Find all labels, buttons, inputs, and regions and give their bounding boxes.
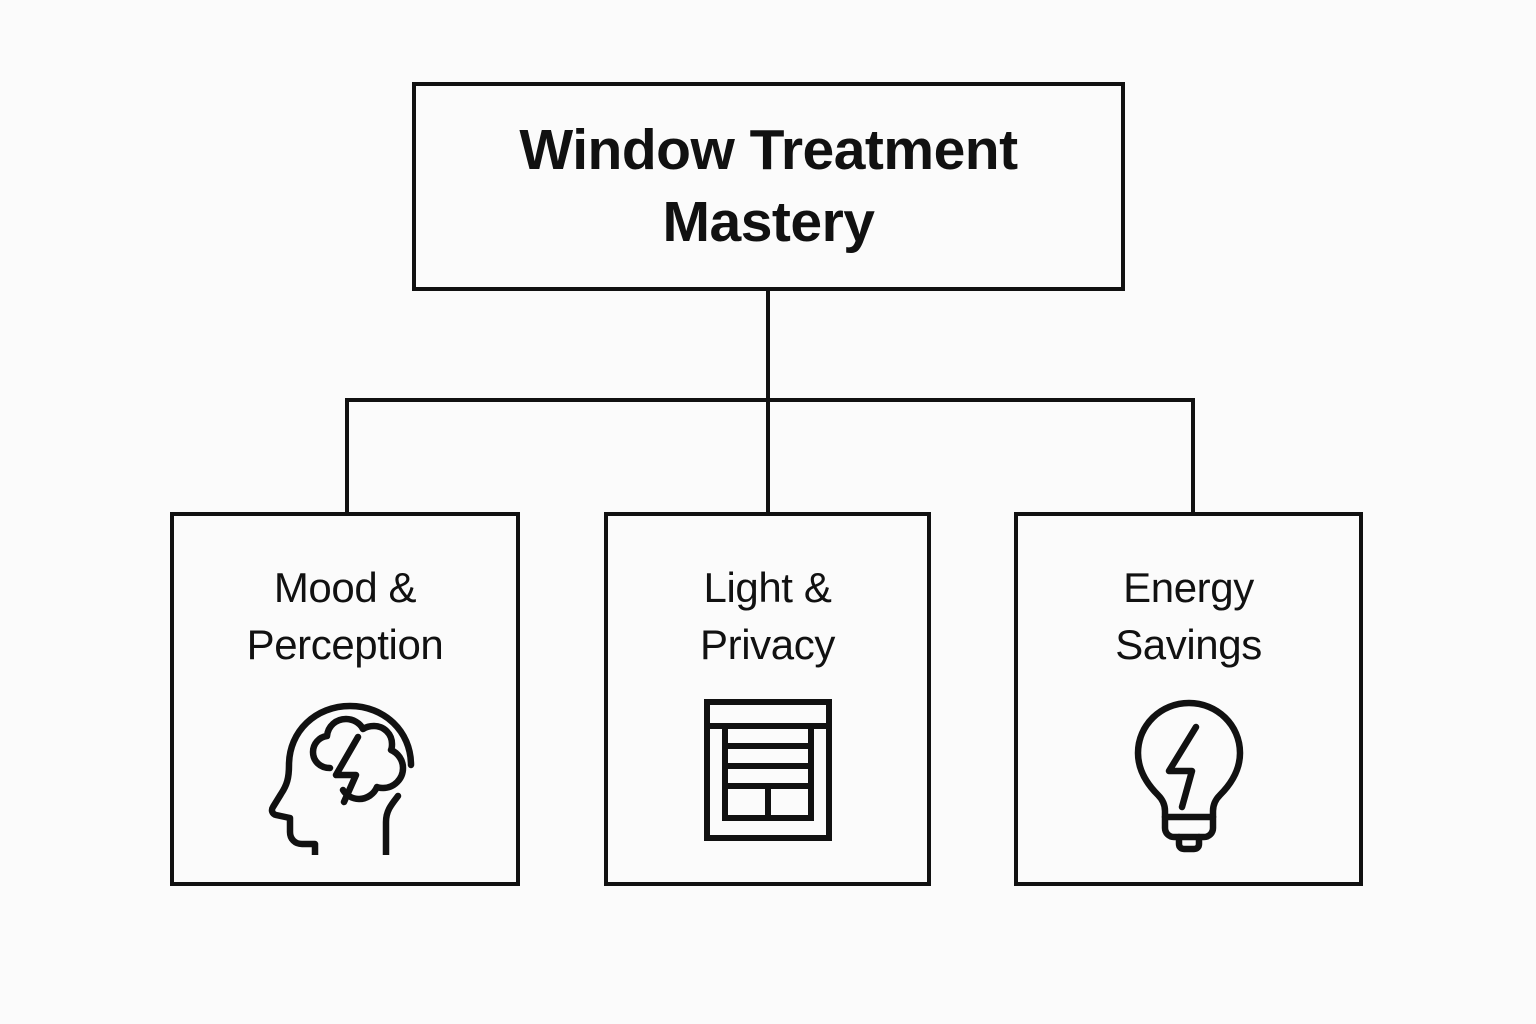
root-node[interactable]: Window Treatment Mastery bbox=[412, 82, 1125, 291]
child-node-energy-savings-label: Energy Savings bbox=[1115, 564, 1262, 668]
child-node-mood-perception-label: Mood & Perception bbox=[246, 564, 444, 668]
window-blinds-icon bbox=[698, 695, 838, 850]
connector-root-stem bbox=[766, 291, 770, 402]
head-brain-lightning-icon bbox=[265, 695, 425, 860]
connector-horizontal-bus bbox=[345, 398, 1195, 402]
child-node-energy-savings[interactable]: Energy Savings bbox=[1014, 512, 1363, 886]
child-node-mood-perception[interactable]: Mood & Perception bbox=[170, 512, 520, 886]
child-node-light-privacy[interactable]: Light & Privacy bbox=[604, 512, 931, 886]
root-node-label: Window Treatment Mastery bbox=[519, 118, 1018, 254]
connector-drop-energy bbox=[1191, 398, 1195, 516]
connector-drop-light bbox=[766, 398, 770, 516]
child-node-light-privacy-label: Light & Privacy bbox=[700, 564, 835, 668]
connector-drop-mood bbox=[345, 398, 349, 516]
lightbulb-lightning-icon bbox=[1124, 695, 1254, 860]
